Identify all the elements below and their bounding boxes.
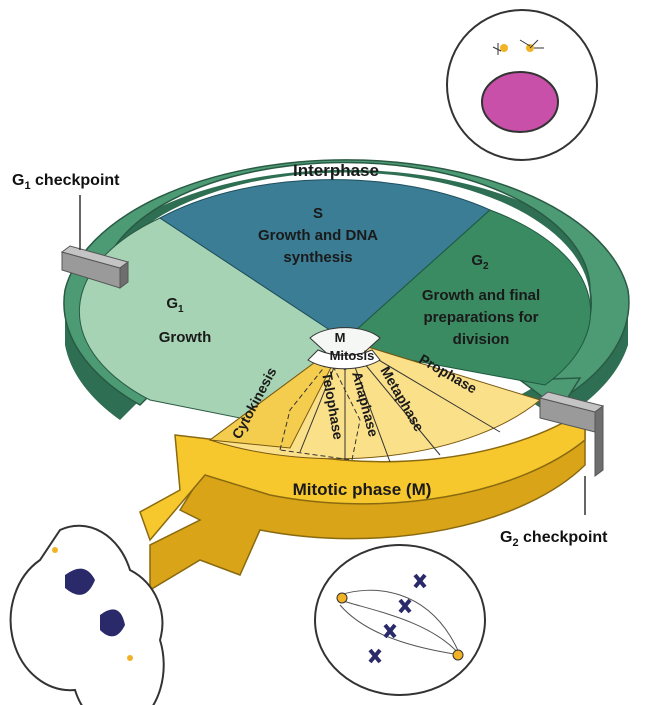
s-phase-line1: Growth and DNA — [258, 227, 378, 244]
g1-checkpoint-label: G1 checkpoint — [12, 172, 120, 192]
s-phase-line2: synthesis — [283, 249, 352, 266]
interphase-label: Interphase — [293, 161, 379, 180]
metaphase-cell-illustration — [314, 544, 486, 696]
mitosis-label: Mitosis — [330, 348, 375, 363]
interphase-cell-illustration — [446, 9, 598, 161]
g2-checkpoint-label: G2 checkpoint — [500, 529, 608, 549]
g2-checkpoint-bar — [538, 391, 605, 515]
m-hub-label: M — [335, 330, 346, 345]
g1-phase-title: G1 — [166, 295, 184, 315]
g2-phase-title: G2 — [471, 252, 489, 272]
telophase-cell-illustration — [9, 524, 165, 705]
mitotic-phase-label: Mitotic phase (M) — [293, 480, 432, 499]
s-phase-title: S — [313, 205, 323, 222]
inner-disc — [78, 179, 592, 421]
g1-phase-line1: Growth — [159, 329, 212, 346]
g2-phase-line3: division — [453, 331, 510, 348]
g1-checkpoint-bar — [60, 195, 130, 289]
g2-phase-line2: preparations for — [423, 309, 538, 326]
g2-phase-line1: Growth and final — [422, 287, 540, 304]
mitotic-phase — [139, 327, 586, 592]
